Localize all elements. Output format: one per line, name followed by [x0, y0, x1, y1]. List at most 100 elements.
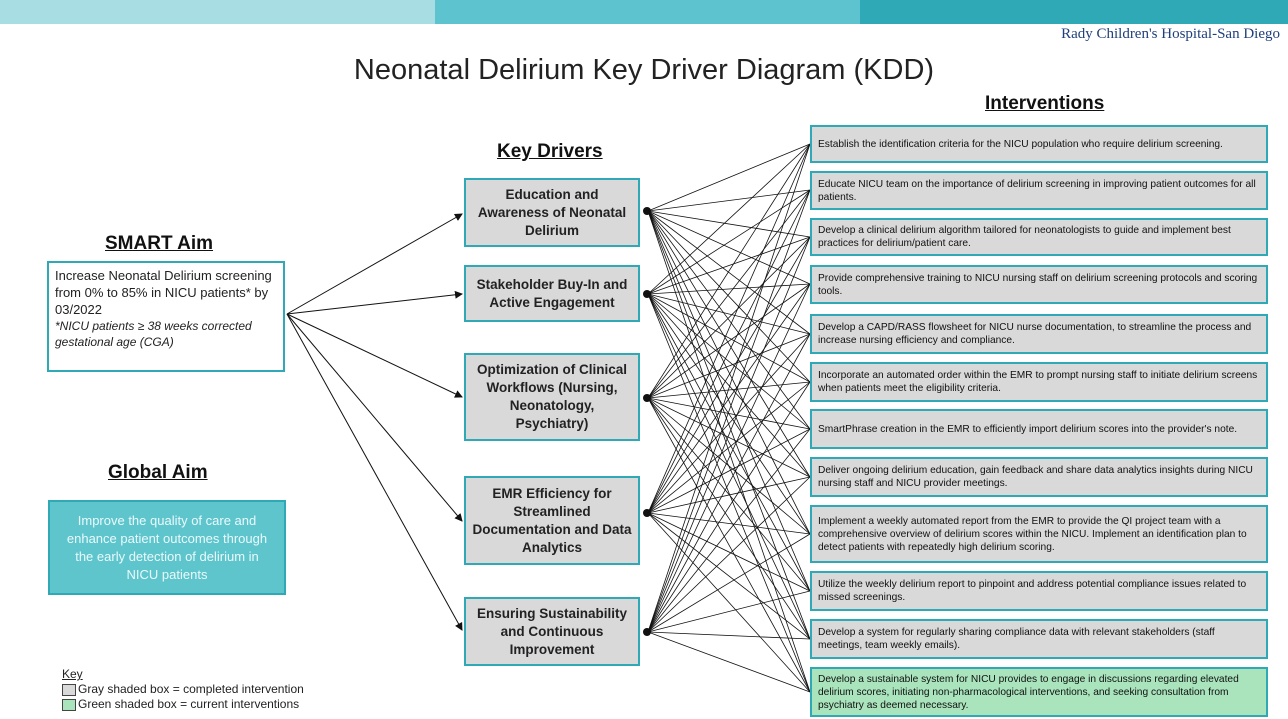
- aim-arrow-1: [286, 213, 463, 315]
- link-driver-5-intervention-8: [647, 476, 811, 633]
- intervention-text: Establish the identification criteria fo…: [818, 138, 1223, 150]
- link-driver-1-intervention-2: [647, 189, 811, 212]
- link-driver-4-intervention-3: [647, 236, 811, 514]
- gray-swatch-icon: [62, 683, 76, 696]
- link-driver-3-intervention-5: [647, 333, 811, 399]
- link-driver-3-intervention-6: [647, 381, 811, 399]
- smart-aim-heading: SMART Aim: [105, 233, 214, 254]
- intervention-text: Implement a weekly automated report from…: [818, 515, 1247, 553]
- hospital-logo: Rady Children's Hospital-San Diego: [1061, 26, 1280, 42]
- smart-aim-note: *NICU patients ≥ 38 weeks corrected gest…: [55, 319, 252, 349]
- link-driver-4-intervention-10: [647, 512, 811, 592]
- link-driver-5-intervention-10: [647, 590, 811, 633]
- interventions-heading: Interventions: [985, 93, 1105, 114]
- smart-aim-box: Increase Neonatal Delirium screening fro…: [47, 261, 285, 372]
- link-driver-5-intervention-6: [647, 381, 811, 633]
- link-driver-1-intervention-8: [647, 210, 811, 478]
- link-driver-4-intervention-2: [647, 189, 811, 514]
- link-driver-1-intervention-9: [647, 210, 811, 535]
- global-aim-box: Improve the quality of care and enhance …: [48, 500, 286, 595]
- intervention-text: Incorporate an automated order within th…: [818, 370, 1258, 394]
- intervention-4: Provide comprehensive training to NICU n…: [810, 265, 1268, 304]
- link-driver-4-intervention-11: [647, 512, 811, 640]
- intervention-text: Develop a sustainable system for NICU pr…: [818, 673, 1239, 711]
- aim-to-driver-arrows: [286, 213, 463, 631]
- intervention-11: Develop a system for regularly sharing c…: [810, 619, 1268, 659]
- intervention-2: Educate NICU team on the importance of d…: [810, 171, 1268, 210]
- intervention-text: Educate NICU team on the importance of d…: [818, 178, 1256, 203]
- driver-education: Education and Awareness of Neonatal Deli…: [464, 178, 640, 247]
- link-driver-1-intervention-3: [647, 210, 811, 238]
- intervention-3: Develop a clinical delirium algorithm ta…: [810, 218, 1268, 256]
- link-driver-5-intervention-11: [647, 631, 811, 640]
- driver-stakeholder: Stakeholder Buy-In and Active Engagement: [464, 265, 640, 322]
- legend-green-label: Green shaded box = current interventions: [78, 697, 300, 711]
- page-title: Neonatal Delirium Key Driver Diagram (KD…: [353, 54, 935, 86]
- intervention-5: Develop a CAPD/RASS flowsheet for NICU n…: [810, 314, 1268, 354]
- link-driver-4-intervention-7: [647, 428, 811, 514]
- legend-gray: Gray shaded box = completed intervention: [62, 682, 304, 697]
- header-bar-segment-dark: [860, 0, 1288, 24]
- link-driver-3-intervention-9: [647, 397, 811, 535]
- link-driver-1-intervention-6: [647, 210, 811, 383]
- intervention-1: Establish the identification criteria fo…: [810, 125, 1268, 163]
- link-driver-1-intervention-5: [647, 210, 811, 335]
- link-driver-3-intervention-11: [647, 397, 811, 640]
- intervention-7: SmartPhrase creation in the EMR to effic…: [810, 409, 1268, 449]
- link-driver-5-intervention-4: [647, 283, 811, 633]
- driver-label: Education and Awareness of Neonatal Deli…: [477, 186, 627, 238]
- link-driver-1-intervention-7: [647, 210, 811, 430]
- link-driver-2-intervention-5: [647, 293, 811, 335]
- header-color-bar: [0, 0, 1288, 24]
- link-driver-3-intervention-2: [647, 189, 811, 399]
- key-drivers-heading: Key Drivers: [497, 141, 603, 162]
- global-aim-text: Improve the quality of care and enhance …: [66, 512, 268, 582]
- aim-arrow-5: [286, 313, 463, 631]
- smart-aim-text: Increase Neonatal Delirium screening fro…: [55, 268, 272, 317]
- link-driver-2-intervention-1: [647, 143, 811, 295]
- global-aim-heading: Global Aim: [108, 462, 208, 483]
- aim-arrow-4: [286, 313, 463, 522]
- driver-label: Optimization of Clinical Workflows (Nurs…: [476, 362, 627, 431]
- driver-to-intervention-lines: [643, 143, 811, 693]
- link-driver-4-intervention-5: [647, 333, 811, 514]
- link-driver-2-intervention-8: [647, 293, 811, 478]
- driver-emr: EMR Efficiency for Streamlined Documenta…: [464, 476, 640, 565]
- legend-gray-label: Gray shaded box = completed intervention: [78, 682, 304, 696]
- link-driver-3-intervention-10: [647, 397, 811, 592]
- link-driver-4-intervention-9: [647, 512, 811, 535]
- intervention-9: Implement a weekly automated report from…: [810, 505, 1268, 563]
- intervention-text: Deliver ongoing delirium education, gain…: [818, 465, 1253, 489]
- intervention-10: Utilize the weekly delirium report to pi…: [810, 571, 1268, 611]
- link-driver-2-intervention-7: [647, 293, 811, 430]
- link-driver-2-intervention-9: [647, 293, 811, 535]
- intervention-text: Develop a CAPD/RASS flowsheet for NICU n…: [818, 322, 1252, 346]
- driver-label: Stakeholder Buy-In and Active Engagement: [476, 276, 628, 310]
- driver-label: Ensuring Sustainability and Continuous I…: [476, 605, 628, 657]
- intervention-text: Develop a clinical delirium algorithm ta…: [818, 225, 1231, 249]
- link-driver-5-intervention-2: [647, 189, 811, 633]
- intervention-text: SmartPhrase creation in the EMR to effic…: [818, 423, 1238, 435]
- link-driver-4-intervention-8: [647, 476, 811, 514]
- legend: Key Gray shaded box = completed interven…: [62, 667, 304, 712]
- link-driver-3-intervention-3: [647, 236, 811, 399]
- legend-title: Key: [62, 667, 83, 681]
- link-driver-5-intervention-3: [647, 236, 811, 633]
- link-driver-5-intervention-7: [647, 428, 811, 633]
- intervention-12: Develop a sustainable system for NICU pr…: [810, 667, 1268, 717]
- intervention-text: Develop a system for regularly sharing c…: [818, 627, 1215, 651]
- aim-arrow-3: [286, 313, 463, 398]
- link-driver-2-intervention-4: [647, 283, 811, 295]
- header-bar-segment-light: [0, 0, 435, 24]
- intervention-8: Deliver ongoing delirium education, gain…: [810, 457, 1268, 497]
- link-driver-4-intervention-4: [647, 283, 811, 514]
- link-driver-2-intervention-2: [647, 189, 811, 295]
- driver-label: EMR Efficiency for Streamlined Documenta…: [472, 485, 632, 555]
- link-driver-3-intervention-8: [647, 397, 811, 478]
- intervention-6: Incorporate an automated order within th…: [810, 362, 1268, 402]
- link-driver-5-intervention-12: [647, 631, 811, 693]
- link-driver-5-intervention-5: [647, 333, 811, 633]
- link-driver-1-intervention-10: [647, 210, 811, 592]
- link-driver-3-intervention-4: [647, 283, 811, 399]
